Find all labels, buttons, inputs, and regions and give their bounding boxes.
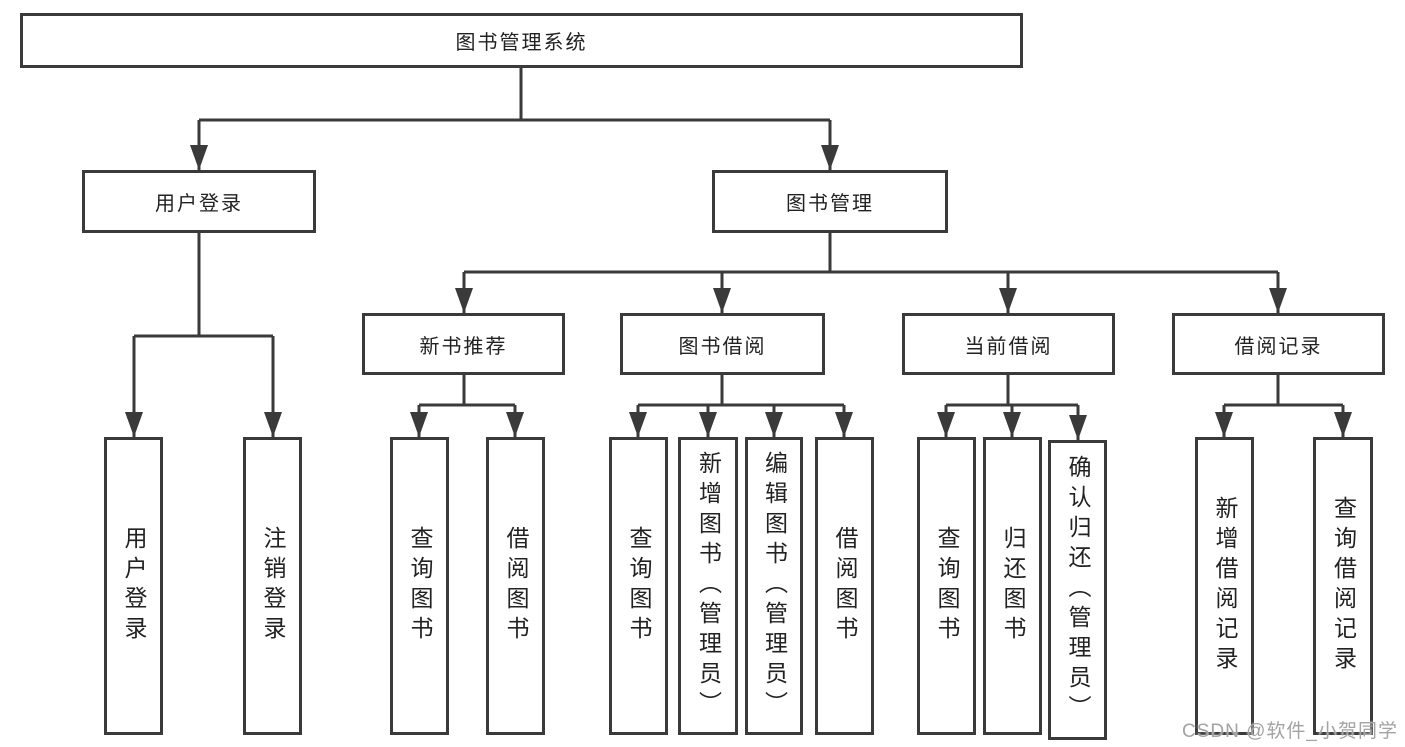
leaf-user-login: 用户登录 bbox=[104, 437, 163, 735]
leaf-recommend-borrow-books: 借阅图书 bbox=[486, 437, 545, 735]
leaf-logout: 注销登录 bbox=[243, 437, 302, 735]
node-label: 借阅图书 bbox=[503, 526, 529, 646]
leaf-borrowing-borrow-books: 借阅图书 bbox=[815, 437, 874, 735]
leaf-current-confirm-return-admin: 确认归还（管理员） bbox=[1048, 440, 1107, 740]
node-label: 用户登录 bbox=[121, 526, 147, 646]
leaf-borrowing-edit-books-admin: 编辑图书（管理员） bbox=[745, 437, 803, 735]
leaf-recommend-query-books: 查询图书 bbox=[390, 437, 449, 735]
node-label: 查询图书 bbox=[407, 526, 433, 646]
csdn-watermark: CSDN @软件_小贺同学 bbox=[1182, 721, 1398, 742]
leaf-records-add-record: 新增借阅记录 bbox=[1195, 437, 1254, 735]
node-label: 新增借阅记录 bbox=[1212, 496, 1238, 676]
node-label: 借阅图书 bbox=[832, 526, 858, 646]
leaf-current-query-books: 查询图书 bbox=[917, 437, 976, 735]
node-label: 图书借阅 bbox=[678, 335, 767, 358]
node-label: 注销登录 bbox=[260, 526, 286, 646]
leaf-current-return-books: 归还图书 bbox=[983, 437, 1042, 735]
arrowhead-icons bbox=[125, 145, 1352, 440]
node-label: 确认归还（管理员） bbox=[1065, 455, 1091, 725]
node-user-login: 用户登录 bbox=[82, 170, 316, 233]
node-label: 归还图书 bbox=[1000, 526, 1026, 646]
leaf-borrowing-add-books-admin: 新增图书（管理员） bbox=[678, 437, 738, 735]
node-label: 借阅记录 bbox=[1234, 335, 1323, 358]
leaf-borrowing-query-books: 查询图书 bbox=[609, 437, 668, 735]
node-label: 新书推荐 bbox=[419, 335, 508, 358]
leaf-records-query-record: 查询借阅记录 bbox=[1313, 437, 1373, 735]
node-label: 查询图书 bbox=[626, 526, 652, 646]
node-label: 编辑图书（管理员） bbox=[761, 451, 788, 721]
node-current-borrowing: 当前借阅 bbox=[902, 313, 1115, 375]
node-label: 图书管理系统 bbox=[455, 32, 588, 54]
node-label: 当前借阅 bbox=[964, 335, 1053, 358]
node-label: 查询借阅记录 bbox=[1330, 496, 1357, 676]
node-borrowing-records: 借阅记录 bbox=[1172, 313, 1385, 375]
node-root-library-management-system: 图书管理系统 bbox=[20, 13, 1023, 68]
node-label: 新增图书（管理员） bbox=[695, 451, 722, 721]
node-label: 图书管理 bbox=[786, 193, 874, 215]
node-label: 用户登录 bbox=[155, 193, 243, 215]
node-book-management: 图书管理 bbox=[712, 170, 948, 233]
node-new-book-recommend: 新书推荐 bbox=[362, 313, 565, 375]
node-label: 查询图书 bbox=[934, 526, 960, 646]
node-book-borrowing: 图书借阅 bbox=[620, 313, 825, 375]
